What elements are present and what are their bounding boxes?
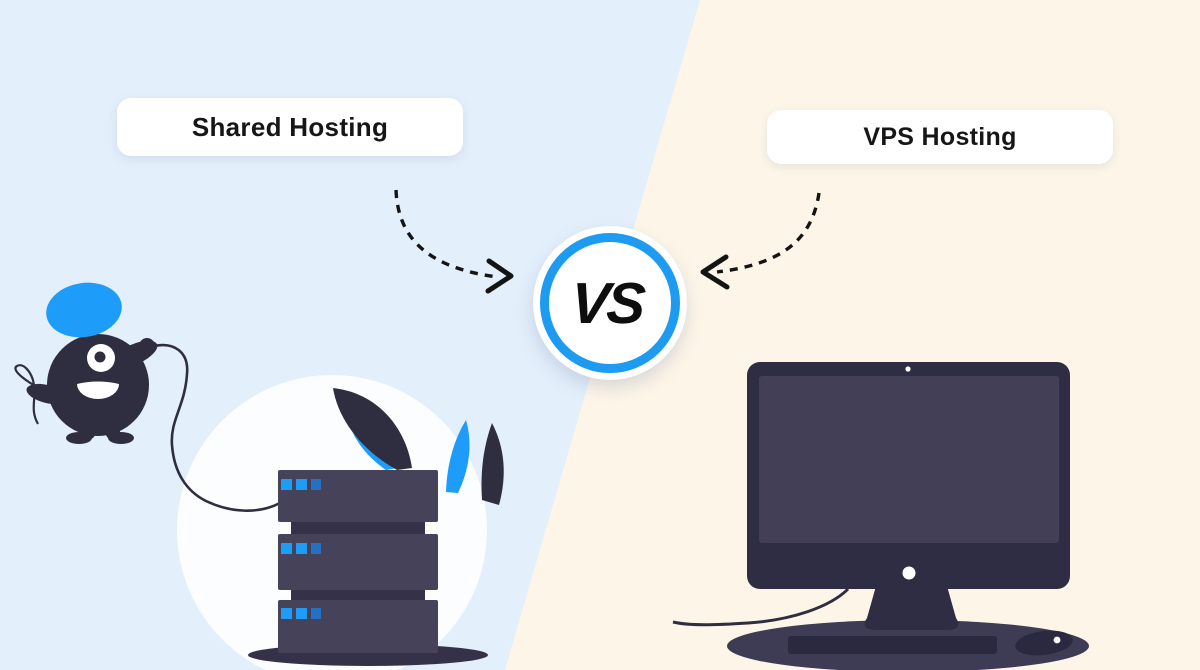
server-led-lights [281, 479, 321, 619]
server-stack-icon [248, 470, 488, 666]
power-cable [672, 587, 850, 627]
vs-badge: VS [533, 226, 687, 380]
beret-hat-icon [46, 282, 122, 338]
smile-icon [77, 381, 119, 399]
leaf-decoration-icon [333, 388, 504, 505]
monitor-screen [759, 376, 1059, 543]
monitor-stand [864, 586, 959, 630]
power-button-icon [902, 566, 916, 580]
vps-hosting-label-text: VPS Hosting [863, 122, 1017, 151]
vps-hosting-label: VPS Hosting [767, 110, 1113, 164]
shared-hosting-label-text: Shared Hosting [191, 111, 389, 142]
monster-mascot-icon [14, 282, 281, 512]
vs-badge-ring: VS [540, 233, 680, 373]
vs-badge-text: VS [569, 270, 645, 336]
mouse-icon [1015, 630, 1073, 656]
dashed-arrow-left-icon [394, 189, 514, 294]
webcam-dot-icon [905, 366, 911, 372]
desktop-computer-icon [672, 362, 1089, 670]
keyboard-icon [788, 636, 997, 654]
shared-hosting-label: Shared Hosting [117, 98, 463, 156]
dashed-arrow-right-icon [700, 192, 821, 290]
